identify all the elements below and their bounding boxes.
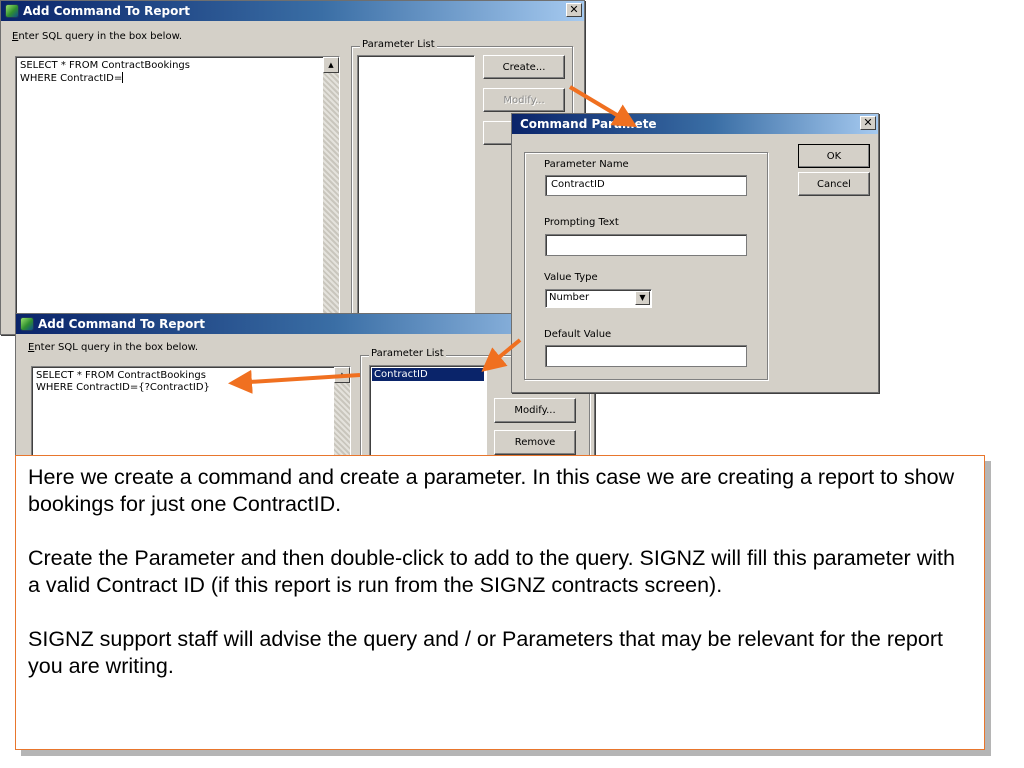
default-value-input[interactable] [545,345,747,367]
app-icon [5,4,19,18]
default-value-label: Default Value [544,329,612,340]
parameter-settings-group [524,152,768,380]
value-type-select[interactable]: Number ▼ [545,289,652,308]
parameter-listbox[interactable] [357,55,475,320]
modify-button[interactable]: Modify... [494,398,576,423]
sql-scrollbar[interactable]: ▲ [323,57,339,320]
remove-button-label: Remove [514,437,556,448]
parameter-name-label: Parameter Name [544,159,629,170]
parameter-list-item-selected[interactable]: ContractID [372,368,484,381]
close-icon[interactable]: ✕ [566,3,582,17]
dialog-title: Command Paramete [520,117,657,131]
sql-prompt-label: Enter SQL query in the box below. [28,342,199,353]
ok-button-label: OK [826,150,842,162]
parameter-name-input[interactable]: ContractID [545,175,747,196]
cancel-button-label: Cancel [817,178,851,190]
create-button-label: Create... [502,61,546,73]
parameter-list-label: Parameter List [360,39,437,50]
dialog-title: Add Command To Report [23,4,190,18]
scroll-up-icon[interactable]: ▲ [323,57,339,73]
note-paragraph-2: Create the Parameter and then double-cli… [28,546,955,597]
sql-query-value: SELECT * FROM ContractBookings WHERE Con… [36,370,210,393]
ok-button[interactable]: OK [798,144,870,168]
sql-prompt-label-rest: nter SQL query in the box below. [18,31,183,42]
cancel-button[interactable]: Cancel [798,172,870,196]
parameter-listbox[interactable]: ContractID [369,365,487,465]
modify-button-label: Modify... [503,94,545,106]
prompting-text-label: Prompting Text [544,217,619,228]
dialog-title-bar[interactable]: Add Command To Report ✕ [1,1,584,21]
parameter-list-label: Parameter List [369,348,446,359]
value-type-selected: Number [549,292,590,303]
prompting-text-input[interactable] [545,234,747,256]
sql-scrollbar[interactable]: ▲ [334,367,350,465]
dialog-title: Add Command To Report [38,317,205,331]
scroll-up-icon[interactable]: ▲ [334,367,350,383]
dialog-title-bar[interactable]: Add Command To Report [16,314,594,334]
sql-query-textarea[interactable]: SELECT * FROM ContractBookings WHERE Con… [31,366,351,466]
explanation-note: Here we create a command and create a pa… [15,455,985,750]
modify-button-label: Modify... [514,405,556,416]
sql-query-text: SELECT * FROM ContractBookings WHERE Con… [36,370,210,394]
chevron-down-icon[interactable]: ▼ [635,291,650,305]
sql-prompt-label: Enter SQL query in the box below. [12,31,183,42]
add-command-dialog-front: Add Command To Report Enter SQL query in… [15,313,595,475]
note-paragraph-3: SIGNZ support staff will advise the quer… [28,627,943,678]
sql-query-value: SELECT * FROM ContractBookings WHERE Con… [20,60,190,84]
dialog-title-bar[interactable]: Command Paramete ✕ [512,114,878,134]
command-parameter-dialog: Command Paramete ✕ Parameter Name Contra… [511,113,879,393]
modify-button[interactable]: Modify... [483,88,565,112]
sql-prompt-label-rest: nter SQL query in the box below. [34,342,199,353]
create-button[interactable]: Create... [483,55,565,79]
app-icon [20,317,34,331]
note-paragraph-1: Here we create a command and create a pa… [28,465,955,516]
close-icon[interactable]: ✕ [860,116,876,130]
remove-button[interactable]: Remove [494,430,576,455]
sql-query-textarea[interactable]: SELECT * FROM ContractBookings WHERE Con… [15,56,340,321]
add-command-dialog-back: Add Command To Report ✕ Enter SQL query … [0,0,585,335]
value-type-label: Value Type [544,272,598,283]
text-caret [122,72,124,83]
sql-query-text: SELECT * FROM ContractBookings WHERE Con… [20,60,190,85]
